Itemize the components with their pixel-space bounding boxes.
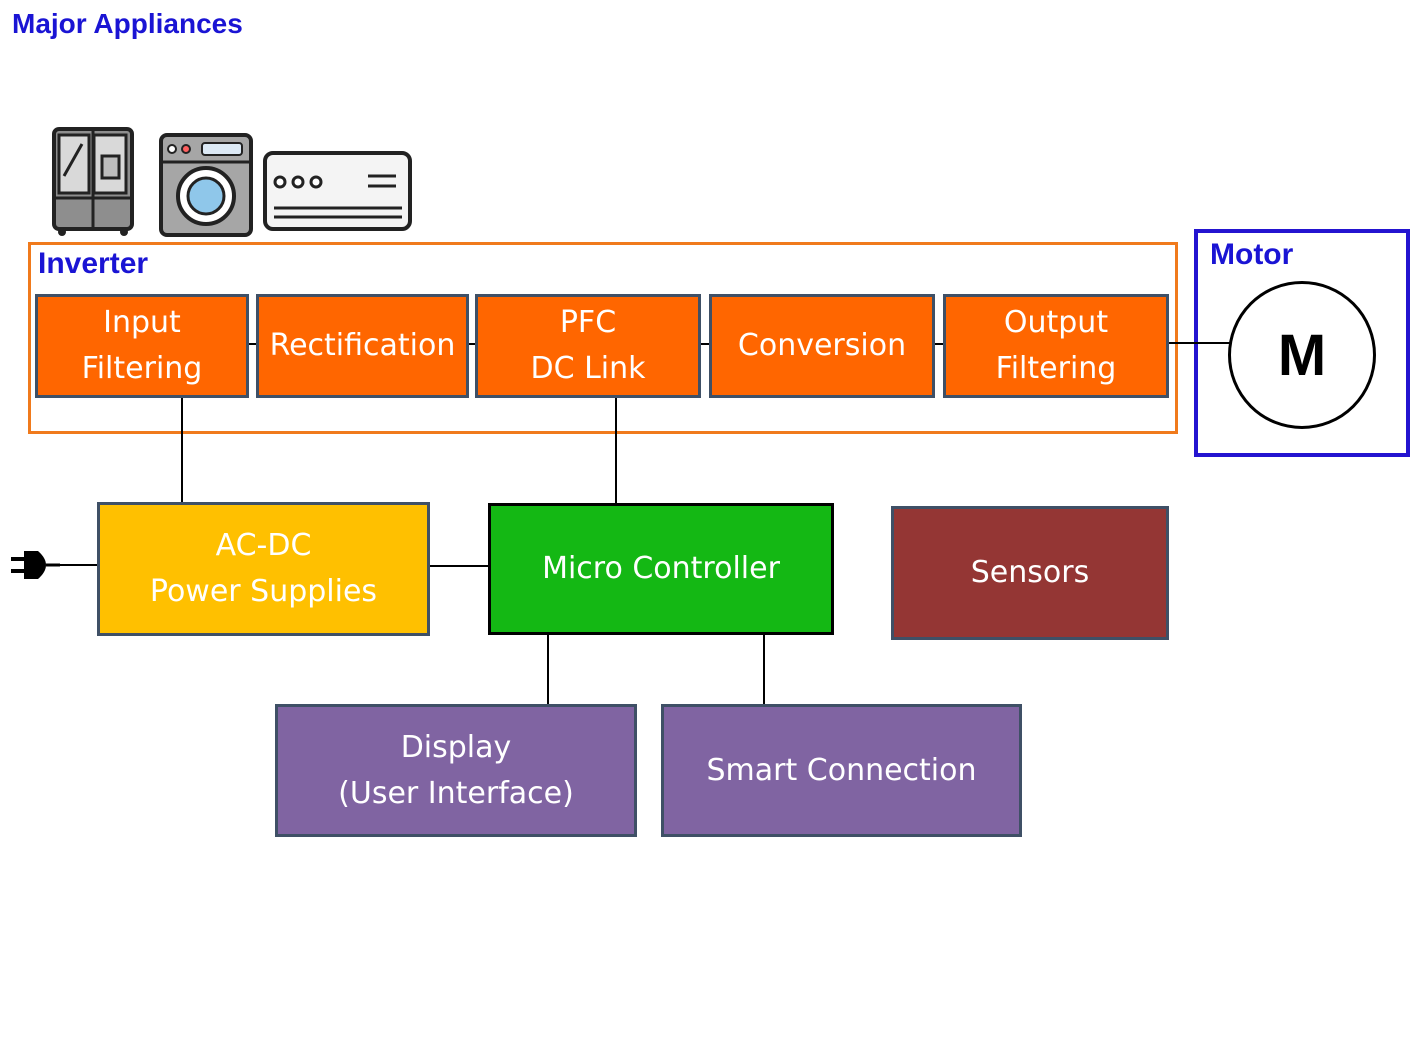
connector-line <box>428 565 490 567</box>
inverter-frame <box>28 242 1178 434</box>
connector-line <box>1168 342 1230 344</box>
smart-connection-block: Smart Connection <box>661 704 1022 837</box>
motor-label: Motor <box>1210 238 1294 271</box>
output-filtering-block: Output Filtering <box>943 294 1169 398</box>
connector-line <box>468 343 476 345</box>
input-filtering-block: Input Filtering <box>35 294 249 398</box>
rectification-block: Rectification <box>256 294 469 398</box>
inverter-label: Inverter <box>38 247 149 280</box>
connector-line <box>934 343 944 345</box>
washing-machine-icon <box>159 133 253 237</box>
connector-line <box>763 634 765 706</box>
sensors-block: Sensors <box>891 506 1169 640</box>
display-block: Display (User Interface) <box>275 704 637 837</box>
page-title: Major Appliances <box>12 8 243 39</box>
air-conditioner-icon <box>263 151 412 231</box>
connector-line <box>700 343 710 345</box>
ac-dc-power-supplies-block: AC-DC Power Supplies <box>97 502 430 636</box>
conversion-block: Conversion <box>709 294 935 398</box>
connector-line <box>615 398 617 504</box>
motor-symbol: M <box>1228 281 1376 429</box>
pfc-dc-link-block: PFC DC Link <box>475 294 701 398</box>
connector-line <box>247 343 257 345</box>
connector-line <box>547 634 549 706</box>
micro-controller-block: Micro Controller <box>488 503 834 635</box>
power-plug-icon <box>11 551 60 579</box>
refrigerator-icon <box>52 127 134 236</box>
connector-line <box>181 398 183 503</box>
connector-line <box>58 564 98 566</box>
